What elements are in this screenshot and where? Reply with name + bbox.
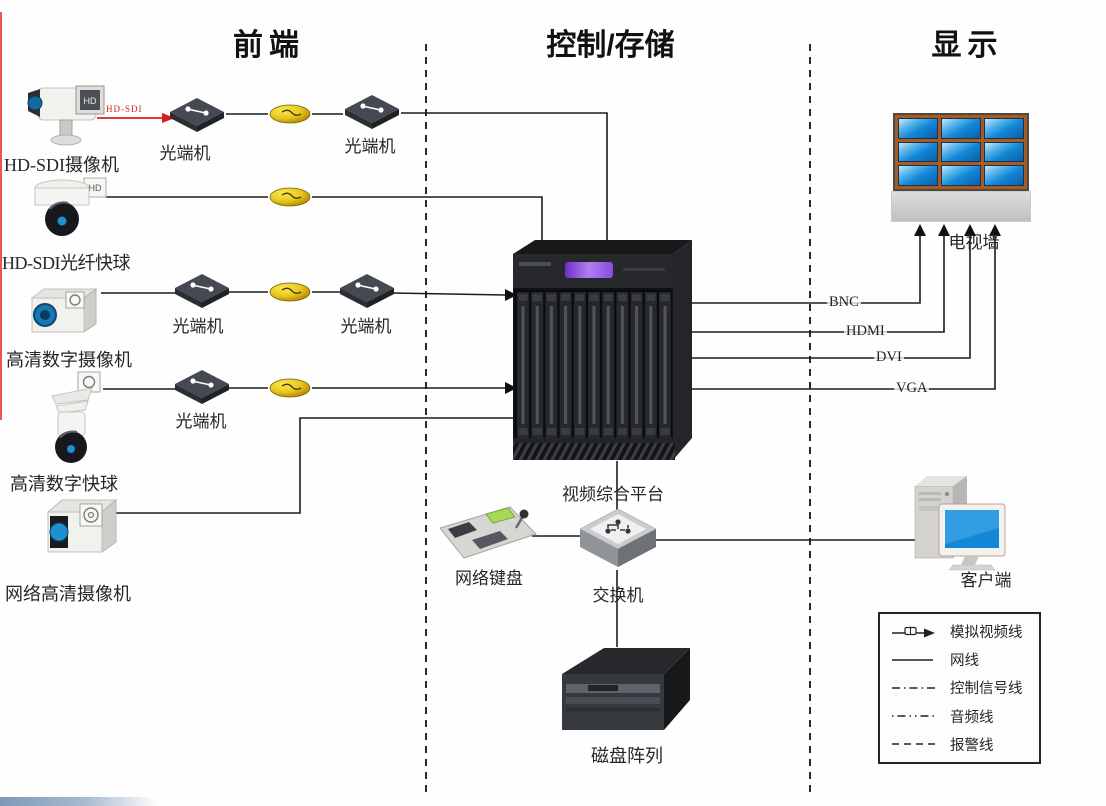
- legend-label: 音频线: [950, 709, 994, 726]
- section-title-display: 显示: [931, 29, 1004, 62]
- legend-label: 模拟视频线: [950, 625, 1023, 642]
- optical-transceiver-icon-2: [345, 95, 399, 129]
- hdsdi-arrow-label: HD-SDI: [106, 104, 143, 114]
- arrowhead-hdmi-up: [938, 224, 950, 236]
- svg-text:HD: HD: [84, 96, 97, 106]
- optical-transceiver-icon-5: [175, 370, 229, 404]
- video-platform-icon: [513, 240, 692, 460]
- tv-wall-screen: [984, 165, 1024, 186]
- bottom-edge-blue-artifact: [0, 797, 158, 806]
- camera1-label: HD-SDI摄像机: [4, 155, 119, 175]
- legend-box: 模拟视频线 网线 控制信号线 音频线 报警线: [878, 612, 1041, 764]
- optical-transceiver-icon-1: [170, 98, 224, 132]
- tv-wall-screen: [898, 118, 938, 139]
- tv-wall-screen: [898, 165, 938, 186]
- tv-wall-icon: [893, 113, 1029, 191]
- wire-bnc: [692, 236, 921, 304]
- legend-item-alarm: 报警线: [880, 734, 1039, 755]
- wire-r3-to-platform: [391, 292, 507, 296]
- legend-item-network: 网线: [880, 649, 1039, 670]
- dvi-label: DVI: [874, 349, 904, 366]
- tv-wall-screen: [984, 118, 1024, 139]
- wire-r2-to-platform: [312, 196, 543, 246]
- section-title-control-storage: 控制/存储: [546, 29, 675, 62]
- legend-item-audio: 音频线: [880, 706, 1039, 727]
- network-keyboard-label: 网络键盘: [455, 569, 523, 588]
- camera4-label: 高清数字快球: [10, 474, 118, 494]
- switch-label: 交换机: [592, 586, 644, 605]
- fiber-node-2: [269, 187, 311, 207]
- camera3-label: 高清数字摄像机: [6, 350, 132, 370]
- fiber-node-3: [269, 282, 311, 302]
- disk-array-label: 磁盘阵列: [591, 746, 663, 766]
- arrowhead-vga-up: [989, 224, 1001, 236]
- client-label: 客户端: [960, 571, 1012, 590]
- camera2-label: HD-SDI光纤快球: [2, 253, 131, 273]
- transceiver-label-4: 光端机: [340, 317, 392, 336]
- tv-wall-screen: [941, 165, 981, 186]
- hdsdi-fiber-dome-icon: HD: [34, 177, 107, 236]
- fiber-node-4: [269, 378, 311, 398]
- wire-dvi: [692, 236, 971, 359]
- arrowhead-dvi-up: [964, 224, 976, 236]
- hdsdi-camera-icon: HD: [27, 85, 105, 146]
- legend-label: 网线: [950, 653, 979, 670]
- wire-r5-to-platform: [114, 417, 513, 514]
- bnc-label: BNC: [827, 294, 861, 311]
- disk-array-icon: [562, 648, 690, 730]
- switch-icon: [579, 508, 657, 567]
- wire-vga: [692, 236, 996, 390]
- video-platform-label: 视频综合平台: [562, 485, 664, 504]
- hd-digital-dome-icon: [51, 371, 101, 463]
- tv-wall-screen: [984, 141, 1024, 163]
- camera5-label: 网络高清摄像机: [5, 584, 131, 604]
- transceiver-label-3: 光端机: [172, 317, 224, 336]
- wire-r1-to-platform: [401, 112, 608, 240]
- vga-label: VGA: [894, 380, 930, 397]
- tv-wall-screen: [941, 118, 981, 139]
- svg-text:HD: HD: [89, 183, 102, 193]
- tv-wall-screen: [898, 141, 938, 163]
- hdmi-label: HDMI: [844, 323, 887, 340]
- legend-symbol-network-line: [892, 659, 933, 661]
- network-keyboard-icon: [439, 506, 537, 559]
- tv-wall-label: 电视墙: [948, 233, 1000, 252]
- legend-symbol-analog-video-line: [892, 626, 935, 638]
- optical-transceiver-icon-4: [340, 274, 394, 308]
- arrowhead-r4-right: [505, 382, 517, 394]
- transceiver-label-1: 光端机: [159, 144, 211, 163]
- transceiver-label-2: 光端机: [344, 137, 396, 156]
- arrowhead-hdsdi-red: [162, 113, 175, 123]
- client-workstation-icon: [914, 476, 1006, 571]
- left-edge-red-artifact: [0, 12, 2, 420]
- legend-item-control-signal: 控制信号线: [880, 677, 1039, 698]
- section-title-front-end: 前端: [233, 29, 305, 62]
- transceiver-label-5: 光端机: [175, 412, 227, 431]
- fiber-node-1: [269, 104, 311, 124]
- tv-wall-base: [891, 191, 1031, 222]
- legend-item-analog-video: 模拟视频线: [880, 621, 1039, 642]
- arrowhead-r3-right: [505, 289, 517, 301]
- legend-symbol-control-signal-line: [892, 687, 937, 689]
- tv-wall-screen: [941, 141, 981, 163]
- arrowhead-bnc-up: [914, 224, 926, 236]
- hd-digital-camera-icon: [30, 288, 98, 333]
- network-hd-camera-icon: [46, 498, 118, 553]
- legend-label: 控制信号线: [950, 681, 1023, 698]
- wire-hdmi: [692, 236, 945, 333]
- legend-label: 报警线: [950, 737, 994, 754]
- legend-symbol-audio-line: [892, 715, 937, 717]
- optical-transceiver-icon-3: [175, 274, 229, 308]
- legend-symbol-alarm-line: [892, 743, 937, 746]
